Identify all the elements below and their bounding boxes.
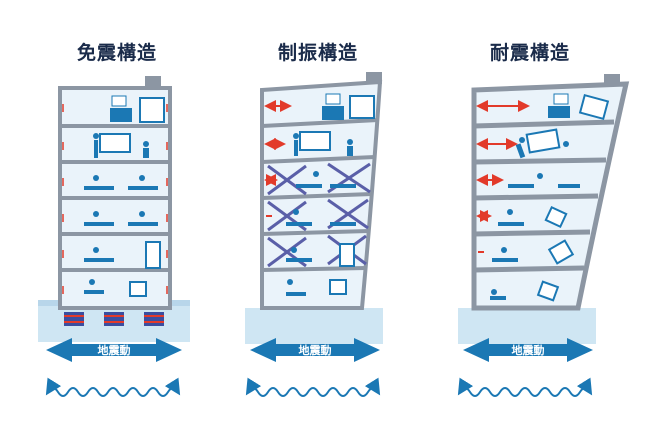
damping-base xyxy=(245,308,383,344)
ground-motion-label-3: 地震動 xyxy=(512,343,545,357)
sway-arrows-medium xyxy=(264,100,292,217)
title-damping: 制振構造 xyxy=(277,42,358,64)
title-seismic-isolation: 免震構造 xyxy=(76,42,157,64)
title-earthquake-resistant: 耐震構造 xyxy=(489,42,570,64)
panel-damping: 地震動 xyxy=(245,72,383,397)
sway-arrows-large xyxy=(476,100,530,253)
resistant-base xyxy=(458,308,596,344)
ground-wave-3 xyxy=(457,377,593,397)
panel-seismic-isolation: 地震動 xyxy=(38,76,190,397)
ground-motion-arrow-2: 地震動 xyxy=(250,338,380,362)
office-people-isolated xyxy=(84,95,165,297)
sway-arrows-small xyxy=(62,104,168,294)
office-people-damped xyxy=(286,93,375,296)
isolator-bearings xyxy=(64,312,164,326)
ground-wave-2 xyxy=(245,377,381,397)
ground-motion-arrow-3: 地震動 xyxy=(463,338,593,362)
ground-wave-1 xyxy=(45,377,181,397)
panel-earthquake-resistant: 地震動 xyxy=(457,74,630,397)
ground-motion-label-1: 地震動 xyxy=(98,343,131,357)
ground-motion-arrow-1: 地震動 xyxy=(46,338,182,362)
office-people-resistant xyxy=(490,93,610,302)
ground-motion-label-2: 地震動 xyxy=(299,343,332,357)
